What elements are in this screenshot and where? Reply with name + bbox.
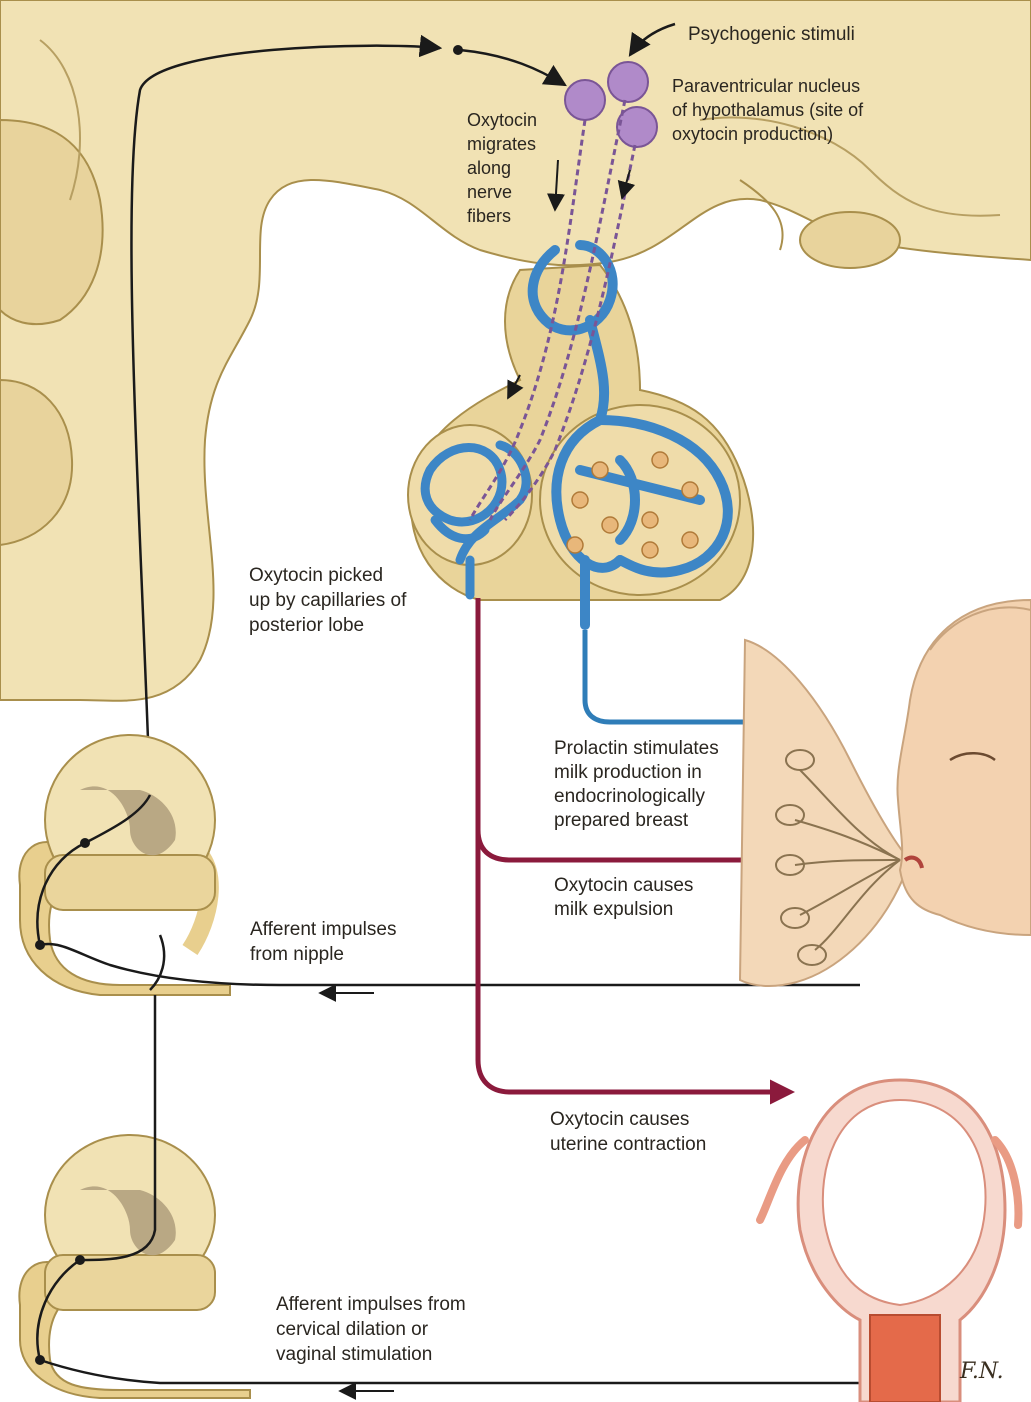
label-oxytocin-picked-up: Oxytocin picked up by capillaries of pos… [249, 563, 406, 638]
spinal-cord-upper [19, 735, 860, 995]
breast [740, 640, 910, 986]
label-paraventricular-nucleus: Paraventricular nucleus of hypothalamus … [672, 74, 863, 146]
artist-signature: F.N. [959, 1359, 1004, 1384]
label-afferent-from-nipple: Afferent impulses from nipple [250, 917, 396, 967]
infant-head [897, 600, 1031, 935]
label-prolactin-milk-production: Prolactin stimulates milk production in … [554, 737, 719, 833]
label-afferent-from-cervix: Afferent impulses from cervical dilation… [276, 1292, 466, 1367]
uterus [760, 1080, 1018, 1402]
label-milk-expulsion: Oxytocin causes milk expulsion [554, 874, 693, 922]
label-uterine-contraction: Oxytocin causes uterine contraction [550, 1107, 706, 1157]
label-psychogenic-stimuli: Psychogenic stimuli [688, 22, 855, 47]
label-oxytocin-migrates: Oxytocin migrates along nerve fibers [467, 108, 537, 228]
